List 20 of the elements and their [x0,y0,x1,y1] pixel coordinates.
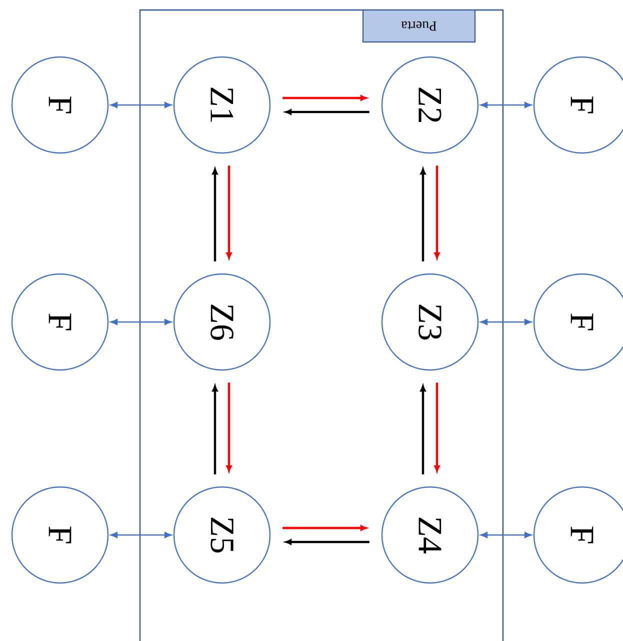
arrow [285,539,370,545]
arrow [480,532,532,538]
arrow [434,382,440,472]
arrow [285,109,370,115]
arrow [282,525,367,531]
room-outline [139,9,504,641]
arrow [480,318,532,326]
arrow [226,166,232,259]
arrow [212,385,218,474]
arrow [212,168,218,262]
arrow [110,532,172,538]
arrow [110,102,172,108]
arrow [420,168,426,262]
door-label: Puerta [362,10,476,42]
arrow [420,385,426,474]
arrow [226,382,232,472]
arrow [480,102,532,108]
arrow [434,166,440,259]
arrow [110,318,172,326]
arrow [282,95,367,101]
